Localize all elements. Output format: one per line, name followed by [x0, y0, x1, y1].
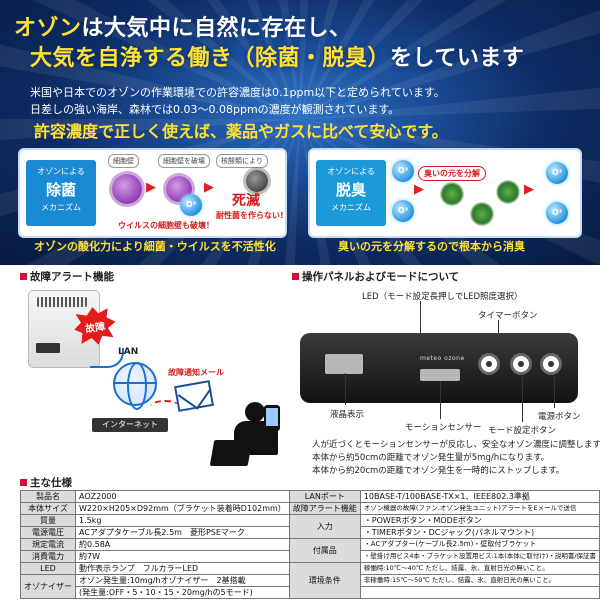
section-marker-icon: [292, 273, 299, 280]
headline-line2: 大気を自浄する働き（除菌・脱臭）をしています: [30, 40, 524, 72]
globe-icon: [113, 362, 157, 410]
envelope-icon: [174, 380, 214, 412]
internet-label: インターネット: [92, 418, 168, 432]
label-mode: モード設定ボタン: [488, 426, 557, 436]
no-resistance-note: 耐性菌を作らない!: [216, 211, 284, 220]
label-power: 電源ボタン: [538, 412, 581, 422]
deodorize-pre: オゾンによる: [327, 167, 375, 176]
step-nucleic: 核酸類により: [216, 154, 268, 168]
device-screen: [36, 343, 60, 353]
ozone-molecule-icon: O³: [546, 162, 568, 184]
headline-particle: は: [81, 16, 105, 41]
motion-sensor: [420, 369, 460, 381]
sterilize-mechanism-card: オゾンによる 除菌 メカニズム 細胞壁 細胞壁を破壊 核酸類により ▶ O³ ▶…: [20, 150, 285, 236]
sterilize-title: 除菌: [45, 181, 76, 199]
body-text-2: 日差しの強い海岸、森林では0.03〜0.08ppmの濃度が観測されています。: [30, 103, 400, 116]
dead-virus-icon: [246, 170, 268, 192]
step-cell-wall: 細胞壁: [108, 154, 139, 168]
panel-note-1: 人が近づくとモーションセンサーが反応し、安全なオゾン濃度に調整します。: [312, 440, 600, 450]
result-death: 死滅: [232, 193, 260, 209]
table-row: 規定電流約0.58A 付属品・ACアダプター(ケーブル長2.5m)・壁取付ブラケ…: [20, 538, 600, 563]
ozone-molecule-icon: O³: [546, 202, 568, 224]
safety-tagline: 許容濃度で正しく使えば、薬品やガスに比べて安心です。: [34, 122, 448, 141]
panel-brand: meteo ozone: [420, 355, 465, 362]
label-led: LED（モード設定長押しでLED照度選択）: [362, 292, 523, 302]
section-marker-icon: [20, 273, 27, 280]
fault-label: 故障: [84, 321, 106, 335]
step-destroy: 細胞壁を破壊: [158, 154, 210, 168]
mail-note: 故障通知メール: [168, 368, 224, 377]
timer-button[interactable]: [478, 353, 500, 375]
arrow-right-icon: ▶: [524, 182, 534, 197]
power-button[interactable]: [540, 353, 562, 375]
leader-line: [522, 376, 523, 422]
deodorize-sub: メカニズム: [331, 203, 371, 212]
label-timer: タイマーボタン: [478, 311, 538, 321]
table-row: (発生量:OFF・5・10・15・20mg/hの5モード): [21, 586, 600, 599]
decompose-bubble: 臭いの元を分解: [418, 166, 486, 181]
deodorize-caption: 臭いの元を分解するので根本から消臭: [338, 240, 525, 253]
odor-molecule-icon: [496, 180, 520, 204]
headline-ozone: オゾン: [14, 16, 82, 41]
sterilize-badge: オゾンによる 除菌 メカニズム: [26, 160, 96, 226]
sterilize-pre: オゾンによる: [37, 167, 85, 176]
table-row: 消費電力約7W ・壁掛け用ビス4本・ブラケット設置用ビス:1本(本体に取付け)・…: [20, 550, 600, 563]
leader-line: [440, 381, 441, 419]
deodorize-mechanism-card: オゾンによる 脱臭 メカニズム O³ O³ ▶ 臭いの元を分解 ▶ O³ O³: [310, 150, 580, 236]
sterilize-sub: メカニズム: [41, 203, 81, 212]
panel-note-2: 本体から約50cmの距離でオゾン発生量が5mg/hになります。: [312, 453, 550, 463]
section-marker-icon: [20, 479, 27, 486]
ozone-molecule-icon: O³: [180, 194, 202, 216]
odor-molecule-icon: [470, 202, 494, 226]
deodorize-badge: オゾンによる 脱臭 メカニズム: [316, 160, 386, 226]
ozone-molecule-icon: O³: [392, 160, 414, 182]
deodorize-title: 脱臭: [335, 181, 366, 199]
mail-path-line: [150, 400, 180, 414]
hero-banner: オゾンは大気中に自然に存在し、 大気を自浄する働き（除菌・脱臭）をしています 米…: [0, 0, 600, 265]
leader-line: [554, 376, 555, 408]
headline-line1: オゾンは大気中に自然に存在し、: [14, 10, 352, 42]
label-motion: モーションセンサー: [405, 423, 482, 433]
headline-end: をしています: [390, 46, 525, 71]
body-text-1: 米国や日本でのオゾンの作業環境での許容濃度は0.1ppm以下と定められています。: [30, 86, 445, 99]
panel-section-title: 操作パネルおよびモードについて: [292, 269, 459, 284]
leader-line: [345, 373, 346, 405]
arrow-right-icon: ▶: [204, 180, 214, 195]
spec-section-title: 主な仕様: [20, 475, 72, 490]
lan-label: LAN: [118, 347, 139, 357]
alert-section-title: 故障アラート機能: [20, 269, 114, 284]
headline-function: 大気を自浄する働き（除菌・脱臭）: [30, 46, 391, 71]
label-display: 液晶表示: [330, 410, 365, 420]
smartphone-icon: [264, 405, 280, 431]
odor-molecule-icon: [440, 182, 464, 206]
device-grill: [37, 297, 87, 307]
headline-rest: 大気中に自然に存在し、: [104, 16, 352, 41]
ozone-molecule-icon: O³: [392, 200, 414, 222]
arrow-right-icon: ▶: [414, 182, 424, 197]
control-panel-illustration: meteo ozone: [300, 333, 578, 403]
mode-button[interactable]: [510, 353, 532, 375]
virus-wall-note: ウイルスの細胞壁も破壊！: [118, 221, 214, 230]
lcd-display: [325, 354, 363, 374]
arrow-right-icon: ▶: [146, 180, 156, 195]
panel-note-3: 本体から約20cmの距離でオゾン発生を一時的にストップします。: [312, 466, 565, 476]
sterilize-caption: オゾンの酸化力により細菌・ウイルスを不活性化: [34, 240, 276, 253]
virus-icon: [112, 174, 142, 204]
leader-line: [420, 301, 421, 341]
table-row: オゾナイザーオゾン発生量:10mg/hオゾナイザー 2基搭載 非稼働時:15℃〜…: [20, 574, 600, 599]
